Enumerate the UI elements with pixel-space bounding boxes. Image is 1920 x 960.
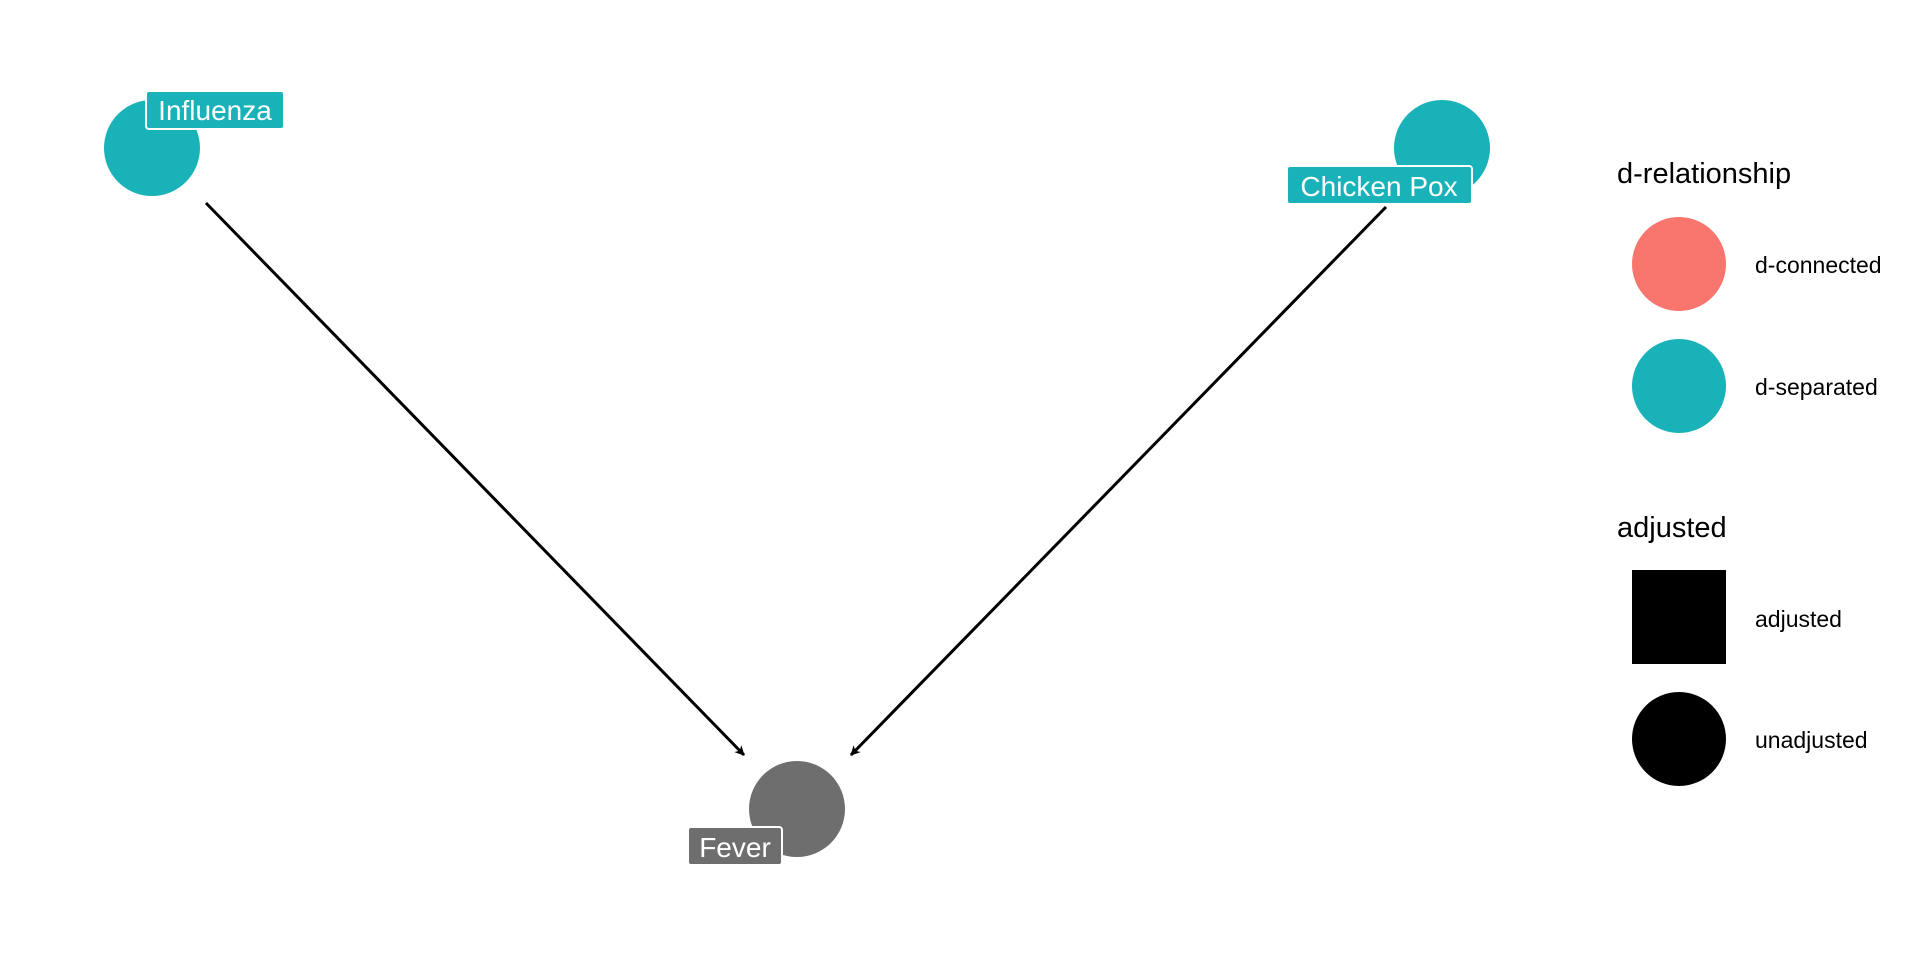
legend-adjusted: adjusted adjusted unadjusted [1617,512,1868,786]
legend-d-relationship: d-relationship d-connected d-separated [1617,158,1882,433]
edge-chicken-pox-fever [849,205,1388,757]
legend-unadjusted-swatch [1632,692,1726,786]
node-chicken-pox-label: Chicken Pox [1300,171,1457,202]
legend-d-relationship-title: d-relationship [1617,158,1791,190]
legend-d-separated-swatch [1632,339,1726,433]
legend-adjusted-title: adjusted [1617,512,1727,544]
edge-influenza-fever [204,201,746,757]
legend-d-connected-swatch [1632,217,1726,311]
legend-unadjusted-label: unadjusted [1755,727,1868,753]
node-influenza-label-box [145,90,285,130]
node-chicken-pox-label-box [1286,165,1473,205]
node-fever-label: Fever [699,832,771,863]
node-fever[interactable]: Fever [687,761,845,866]
legend-d-separated-label: d-separated [1755,374,1878,400]
legend-d-connected-label: d-connected [1755,252,1882,278]
legend-adjusted-label: adjusted [1755,606,1842,632]
node-chicken-pox[interactable]: Chicken Pox [1286,100,1490,205]
legend-adjusted-swatch [1632,570,1726,664]
node-fever-label-box [687,826,783,866]
node-influenza-label: Influenza [158,95,272,126]
edges [204,201,1388,757]
node-influenza[interactable]: Influenza [104,90,285,196]
